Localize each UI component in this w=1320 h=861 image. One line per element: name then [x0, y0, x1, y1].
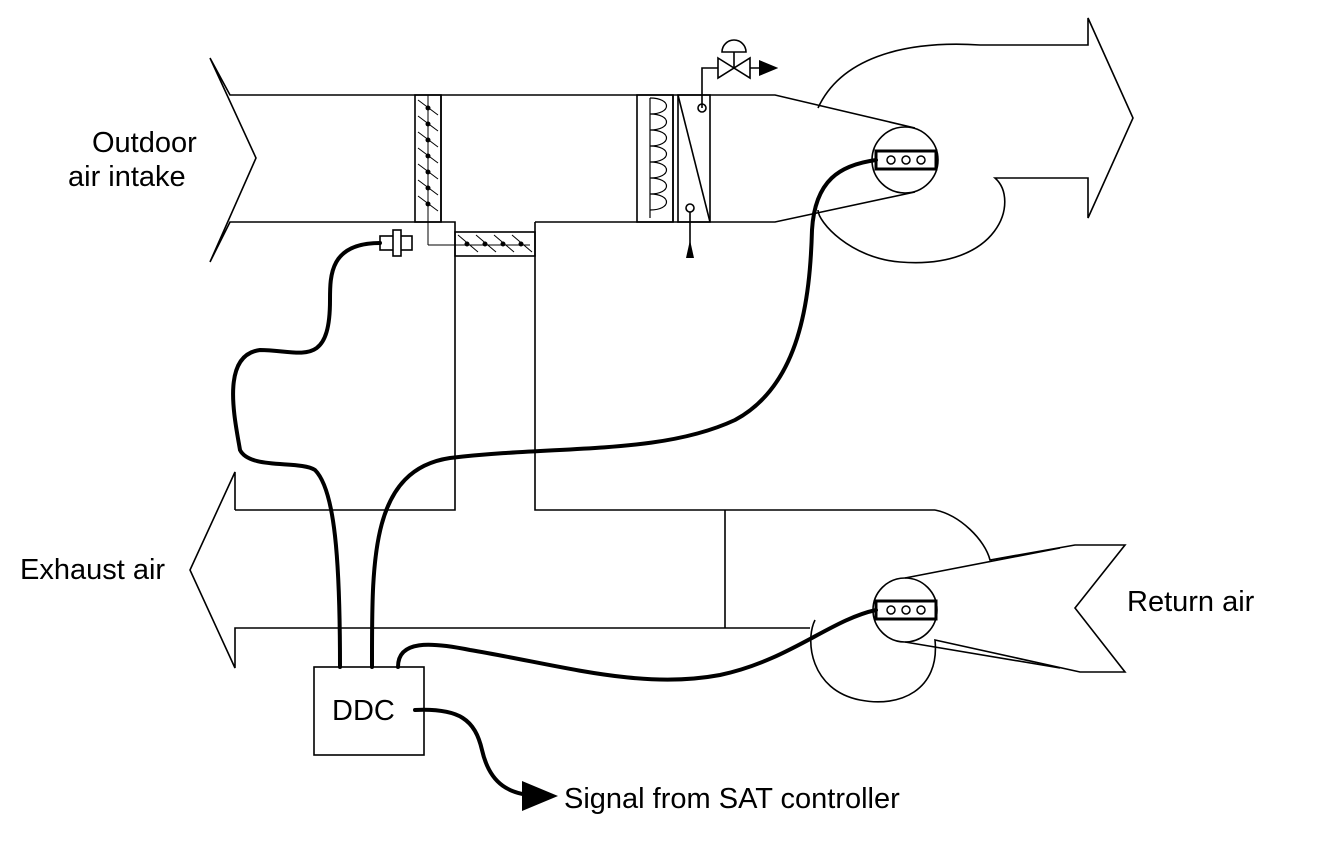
wire-return-station	[396, 608, 878, 682]
supply-duct-top	[455, 94, 916, 129]
wire-sat-signal	[413, 707, 542, 798]
cooling-coil	[677, 94, 711, 223]
supply-fan	[817, 17, 1134, 264]
return-air-label: Return air	[1127, 586, 1255, 618]
exhaust-air-label: Exhaust air	[20, 554, 166, 586]
damper-actuator	[379, 229, 413, 257]
wire-supply-station	[369, 158, 878, 669]
exhaust-duct	[189, 471, 810, 669]
wire-actuator	[231, 241, 382, 669]
mixing-box	[235, 221, 456, 511]
outdoor-intake-duct	[209, 57, 455, 263]
return-airflow-station	[874, 599, 938, 621]
outdoor-label-line2: air intake	[68, 161, 186, 193]
supply-airflow-station	[874, 149, 938, 171]
sat-signal-label: Signal from SAT controller	[564, 783, 900, 815]
return-fan	[809, 509, 1127, 703]
control-valve	[717, 56, 751, 80]
ddc-label: DDC	[332, 695, 395, 727]
mixing-box-right	[534, 222, 725, 511]
outdoor-air-intake-label: Outdoor air intake	[68, 126, 212, 194]
supply-duct-bottom	[535, 191, 916, 223]
outdoor-label-line1: Outdoor	[92, 127, 197, 159]
recirculation-damper	[454, 231, 536, 257]
